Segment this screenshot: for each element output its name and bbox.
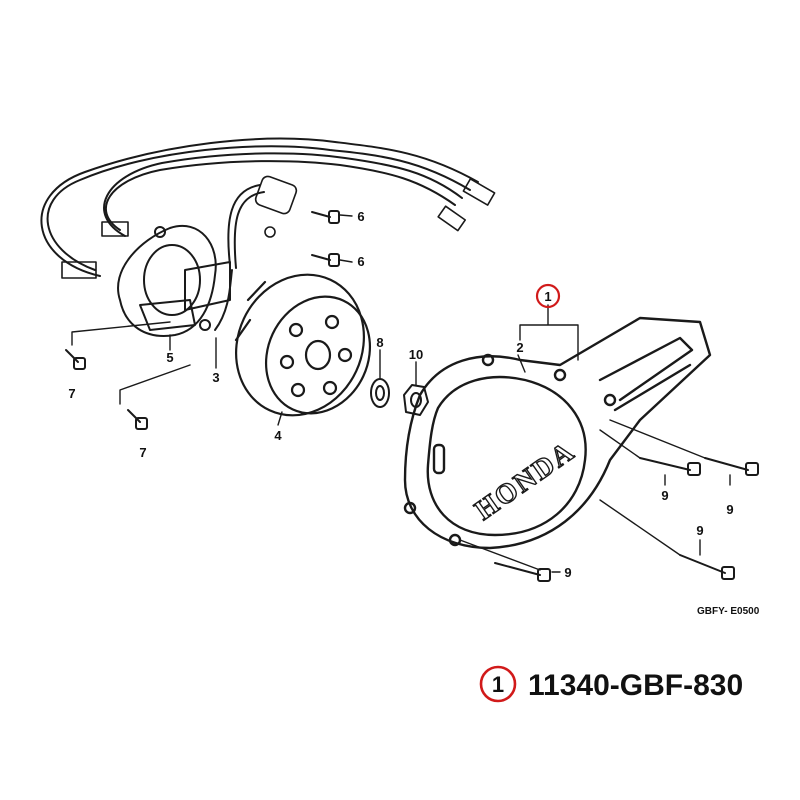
bolt-7-lower	[127, 409, 148, 430]
bolt-6-upper	[311, 210, 340, 224]
callout-4: 4	[274, 428, 282, 443]
bolt-7-upper	[65, 349, 86, 370]
left-crankcase-cover	[403, 316, 712, 550]
callout-10: 10	[409, 347, 423, 362]
flywheel-rotor	[234, 273, 372, 417]
wiring-harness	[40, 137, 479, 331]
bolt-6-lower	[311, 253, 340, 267]
part-number-line: 1 11340-GBF-830	[479, 665, 743, 703]
part-number: 11340-GBF-830	[528, 669, 743, 702]
callout-7-upper: 7	[68, 386, 75, 401]
callout-7-lower: 7	[139, 445, 146, 460]
callout-6-lower: 6	[357, 254, 364, 269]
callout-2: 2	[516, 340, 523, 355]
callout-5: 5	[166, 350, 173, 365]
bolt-9-a	[639, 457, 701, 476]
bolt-9-c	[679, 554, 735, 580]
highlight-ring-1	[535, 283, 561, 309]
stator-assembly	[117, 225, 231, 337]
figure-code: GBFY- E0500	[697, 606, 760, 617]
washer	[370, 378, 390, 408]
callout-8: 8	[376, 335, 383, 350]
callout-1: 1	[544, 289, 551, 304]
callout-9-c: 9	[696, 523, 703, 538]
callout-6-upper: 6	[357, 209, 364, 224]
part-ref-ring	[479, 665, 517, 703]
leader-lines	[71, 214, 731, 573]
callout-9-d: 9	[564, 565, 571, 580]
wire-connectors	[61, 175, 496, 279]
cover-brand-logo: HONDA	[469, 436, 580, 527]
bolt-9-b	[704, 457, 759, 476]
bolt-9-d	[494, 562, 551, 582]
callout-9-a: 9	[661, 488, 668, 503]
part-ref-number: 1	[492, 672, 504, 697]
callout-3: 3	[212, 370, 219, 385]
callout-9-b: 9	[726, 502, 733, 517]
